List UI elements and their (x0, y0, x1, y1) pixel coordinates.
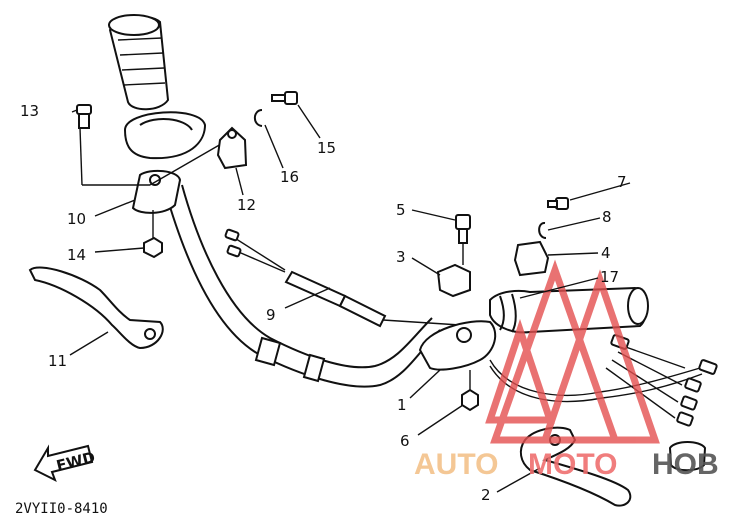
label-11: 11 (48, 352, 67, 370)
part-8-washer (538, 222, 547, 239)
label-12: 12 (237, 196, 256, 214)
part-labels: 13 10 14 11 12 16 15 9 5 3 4 7 8 17 1 6 … (20, 102, 627, 504)
leader-lines (69, 104, 631, 493)
label-14: 14 (67, 246, 86, 264)
label-17: 17 (600, 268, 619, 286)
watermark-text: AUTO MOTO HOB (414, 448, 719, 481)
label-2: 2 (481, 486, 491, 504)
watermark-hob: HOB (652, 448, 719, 481)
label-16: 16 (280, 168, 299, 186)
label-3: 3 (396, 248, 406, 266)
label-9: 9 (266, 306, 276, 324)
label-15: 15 (317, 139, 336, 157)
part-14-nut (143, 210, 163, 259)
part-9-cable (224, 228, 461, 328)
part-15-screw (271, 91, 298, 105)
part-12-clutch-switch (216, 126, 248, 170)
label-5: 5 (396, 201, 406, 219)
part-13-bolt (76, 104, 229, 186)
watermark-auto: AUTO (414, 448, 498, 481)
label-4: 4 (601, 244, 611, 262)
right-lever-holder (418, 214, 550, 412)
label-8: 8 (602, 208, 612, 226)
part-11-clutch-lever (28, 266, 164, 350)
label-6: 6 (400, 432, 410, 450)
label-10: 10 (67, 210, 86, 228)
fwd-arrow: FWD (33, 444, 97, 483)
left-grip (108, 14, 170, 111)
handlebar (164, 184, 441, 388)
part-7-screw (547, 197, 569, 210)
label-1: 1 (397, 396, 407, 414)
part-16-washer (253, 109, 263, 127)
label-7: 7 (617, 173, 627, 191)
left-lever-holder (123, 111, 207, 214)
watermark-logo (485, 259, 660, 444)
drawing-code: 2VYII0-8410 (15, 501, 108, 517)
label-13: 13 (20, 102, 39, 120)
watermark-moto: MOTO (528, 448, 617, 481)
